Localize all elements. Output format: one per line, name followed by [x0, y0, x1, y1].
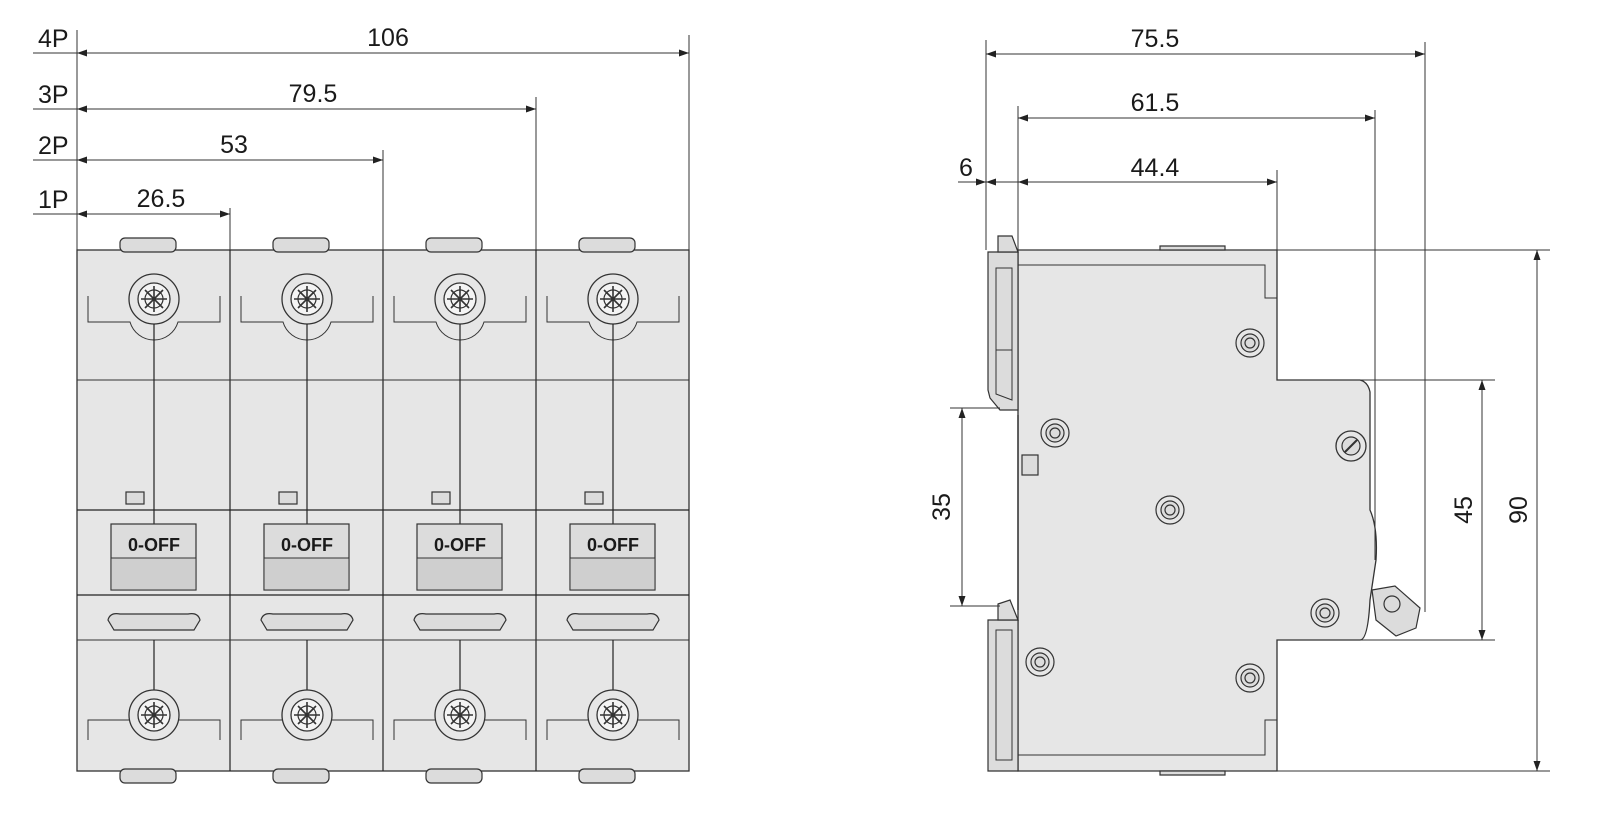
width-3p: 79.5 [289, 80, 338, 108]
depth-body: 44.4 [1131, 154, 1180, 182]
terminal-screw-icon [128, 689, 180, 741]
width-4p: 106 [367, 24, 409, 52]
pole-label-1p: 1P [38, 186, 69, 214]
height-total: 90 [1505, 496, 1533, 524]
pole-label-3p: 3P [38, 81, 69, 109]
terminal-screw-icon [434, 689, 486, 741]
handle-label: 0-OFF [281, 535, 333, 555]
height-front: 45 [1450, 496, 1478, 524]
toggle-handle-icon [1371, 585, 1421, 637]
width-1p: 26.5 [137, 185, 186, 213]
depth-handle: 61.5 [1131, 89, 1180, 117]
offset-dim: 6 [959, 154, 973, 182]
height-din: 35 [928, 493, 956, 521]
terminal-screw-icon [587, 273, 639, 325]
side-view: 75.5 61.5 44.4 6 35 45 90 [928, 25, 1550, 776]
terminal-screw-icon [281, 273, 333, 325]
terminal-screw-icon [281, 689, 333, 741]
rivet-icon [1235, 328, 1265, 358]
breaker-side-body [1017, 249, 1378, 772]
rivet-icon [1310, 598, 1340, 628]
pole-label-4p: 4P [38, 25, 69, 53]
terminal-screw-icon [587, 689, 639, 741]
pole-2 [240, 237, 374, 784]
handle-label: 0-OFF [128, 535, 180, 555]
rivet-icon [1155, 495, 1185, 525]
rivet-icon [1025, 647, 1055, 677]
pole-3 [393, 237, 527, 784]
handle-label: 0-OFF [587, 535, 639, 555]
handle-label: 0-OFF [434, 535, 486, 555]
pole-label-2p: 2P [38, 132, 69, 160]
width-2p: 53 [220, 131, 248, 159]
slot-screw-icon [1335, 430, 1367, 462]
rivet-icon [1235, 663, 1265, 693]
terminal-screw-icon [128, 273, 180, 325]
depth-total: 75.5 [1131, 25, 1180, 53]
rivet-icon [1040, 418, 1070, 448]
pole-4 [546, 237, 680, 784]
front-view: 0-OFF 0-OFF 0-OFF 0-OFF 4P 3P 2P 1P 106 … [33, 24, 690, 784]
pole-1 [87, 237, 221, 784]
terminal-screw-icon [434, 273, 486, 325]
